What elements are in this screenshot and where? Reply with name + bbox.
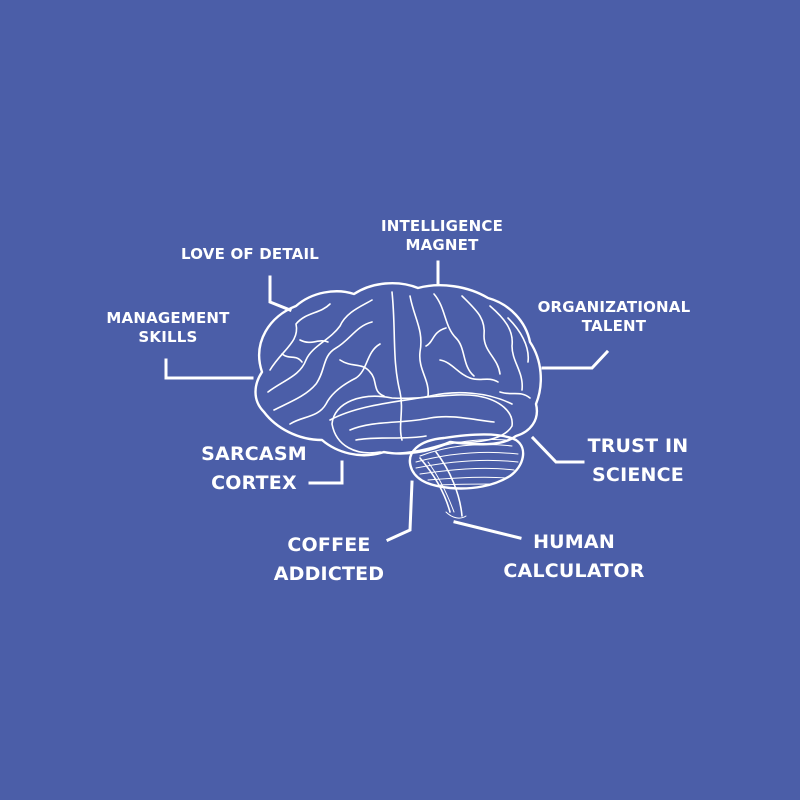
- label-sarcasm-cortex: SARCASM CORTEX: [201, 443, 307, 494]
- cerebellum-outline: [408, 433, 525, 490]
- label-intelligence-magnet: INTELLIGENCE MAGNET: [380, 217, 504, 254]
- leader-love-of-detail: [268, 275, 292, 312]
- label-love-of-detail: LOVE OF DETAIL: [181, 245, 319, 263]
- leader-human-calculator: [453, 520, 522, 540]
- leader-trust-in-science: [530, 435, 585, 464]
- temporal-lobe: [331, 394, 513, 455]
- central-sulcus: [391, 291, 403, 441]
- leader-coffee-addicted: [386, 480, 414, 542]
- leader-sarcasm-cortex: [308, 460, 344, 485]
- lateral-fissure: [329, 391, 513, 421]
- label-coffee-addicted: COFFEE ADDICTED: [273, 534, 385, 585]
- label-human-calculator: HUMAN CALCULATOR: [503, 531, 645, 582]
- label-management-skills: MANAGEMENT SKILLS: [106, 309, 230, 346]
- leader-management-skills: [164, 358, 254, 380]
- cerebrum-outline: [254, 282, 542, 457]
- brainstem: [419, 451, 463, 517]
- leader-organizational-talent: [541, 349, 610, 370]
- label-organizational-talent: ORGANIZATIONAL TALENT: [537, 298, 691, 335]
- label-trust-in-science: TRUST IN SCIENCE: [587, 435, 689, 486]
